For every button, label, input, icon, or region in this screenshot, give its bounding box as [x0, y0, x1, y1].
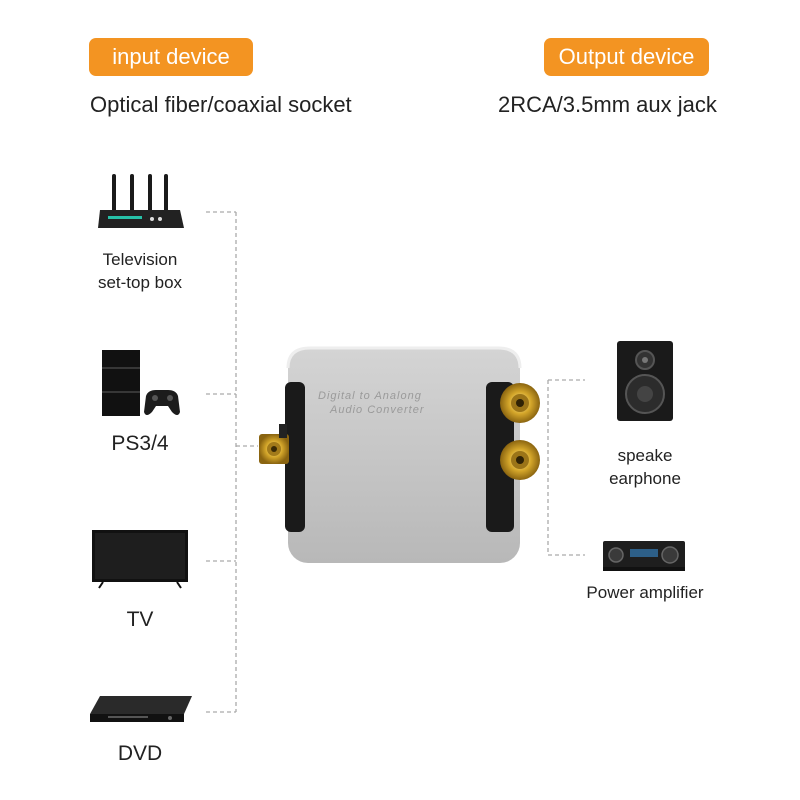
input-device-badge: input device: [89, 38, 253, 76]
tv-icon: [92, 530, 188, 589]
output-label-amplifier: Power amplifier: [586, 583, 704, 602]
converter-box-icon: [259, 346, 540, 563]
input-socket-caption: Optical fiber/coaxial socket: [90, 92, 352, 117]
output-jack-caption: 2RCA/3.5mm aux jack: [498, 92, 717, 117]
game-console-icon: [102, 350, 180, 416]
input-label-dvd: DVD: [117, 742, 163, 765]
input-label-ps: PS3/4: [111, 432, 169, 455]
input-label-tv: TV: [126, 608, 154, 631]
converter-brand-line1: Digital to Analong: [318, 390, 422, 402]
speaker-icon: [617, 341, 673, 421]
amplifier-icon: [603, 541, 685, 571]
router-icon: [98, 174, 184, 228]
converter-brand-line2: Audio Converter: [330, 404, 425, 416]
input-label-set-top-box: Television set-top box: [97, 250, 183, 292]
output-label-speaker: speake earphone: [609, 446, 681, 488]
dvd-player-icon: [90, 696, 192, 722]
output-device-badge: Output device: [544, 38, 709, 76]
